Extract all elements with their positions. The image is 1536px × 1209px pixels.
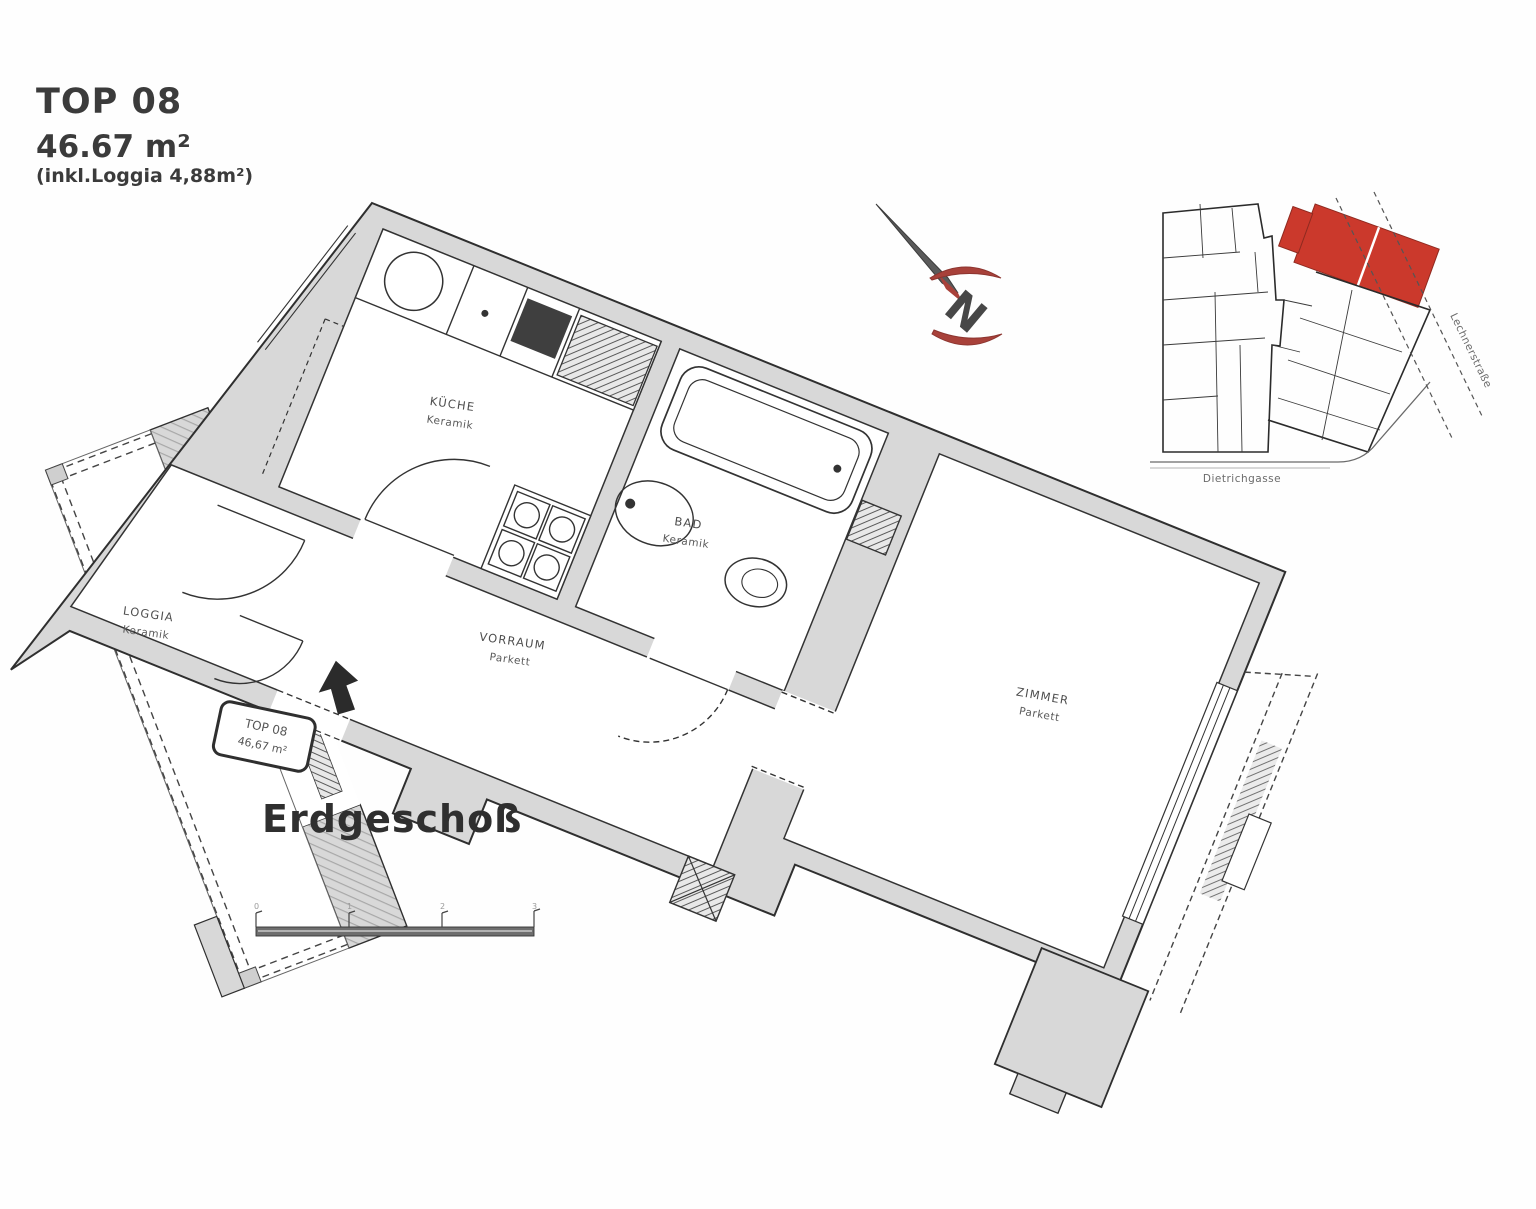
- label-vorraum-finish: Parkett: [489, 651, 531, 669]
- scale-bar: 0 1 2 3: [254, 902, 541, 937]
- entrance-arrow-icon: [318, 660, 359, 715]
- site-streets: [1150, 191, 1483, 469]
- sink-icon: [383, 251, 444, 312]
- title-block: TOP 08 46.67 m² (inkl.Loggia 4,88m²): [36, 84, 253, 187]
- scale-tick-1: 1: [347, 902, 352, 911]
- loggia-railing: [45, 433, 348, 989]
- scale-tick-2: 2: [440, 902, 445, 911]
- door-arc-loggia-2: [214, 614, 304, 685]
- scale-tick-0: 0: [254, 902, 259, 911]
- bay-door: [1221, 813, 1273, 891]
- fridge-icon: [556, 314, 658, 407]
- door-arc-kueche: [364, 458, 491, 557]
- main-wing: TOP 08 46,67 m²: [10, 201, 1319, 1115]
- north-arc-bottom: [931, 329, 1003, 346]
- tap-dot-icon: [481, 309, 489, 317]
- door-arc-loggia-1: [182, 504, 306, 600]
- scale-tick-3: 3: [532, 902, 537, 911]
- unit-title: TOP 08: [36, 82, 183, 122]
- toilet-icon: [724, 557, 788, 608]
- unit-tag: TOP 08 46,67 m²: [211, 700, 317, 773]
- street-label-right: Lechnerstraße: [1447, 311, 1494, 390]
- kueche-door-opening: [352, 517, 454, 578]
- site-plan-inset: Dietrichgasse Lechnerstraße: [1150, 191, 1494, 485]
- zimmer-doorway: [750, 690, 838, 791]
- chimney-shaft: [668, 855, 736, 923]
- north-arrow: N: [875, 203, 1003, 346]
- bathtub-icon: [660, 366, 873, 515]
- washbasin-icon: [614, 480, 694, 547]
- site-building-rooms: [1162, 203, 1403, 453]
- floor-label: Erdgeschoß: [262, 797, 523, 841]
- unit-area: 46.67 m²: [36, 128, 191, 165]
- cooktop-icon: [480, 484, 592, 601]
- loggia-note: (inkl.Loggia 4,88m²): [36, 165, 254, 188]
- bay-glazing: [1199, 740, 1282, 902]
- street-label-bottom: Dietrichgasse: [1203, 473, 1281, 485]
- niche-dashes: [260, 318, 344, 478]
- shaft-hatched: [845, 499, 903, 556]
- room-labels: KÜCHE Keramik BAD Keramik VORRAUM Parket…: [122, 392, 1070, 724]
- site-highlight-unit: [1277, 203, 1440, 309]
- loggia-corner-post: [44, 463, 69, 486]
- oven-icon: [510, 298, 573, 359]
- label-bad: BAD: [674, 514, 704, 532]
- door-arc-bad: [617, 657, 729, 743]
- bad-door-opening: [646, 636, 737, 692]
- north-arc-top: [929, 266, 1002, 281]
- neighbor-wall-stub: [193, 915, 246, 998]
- zimmer-window: [1121, 681, 1239, 926]
- window-icon: [257, 225, 356, 351]
- wall-pier-step: [1008, 1072, 1068, 1115]
